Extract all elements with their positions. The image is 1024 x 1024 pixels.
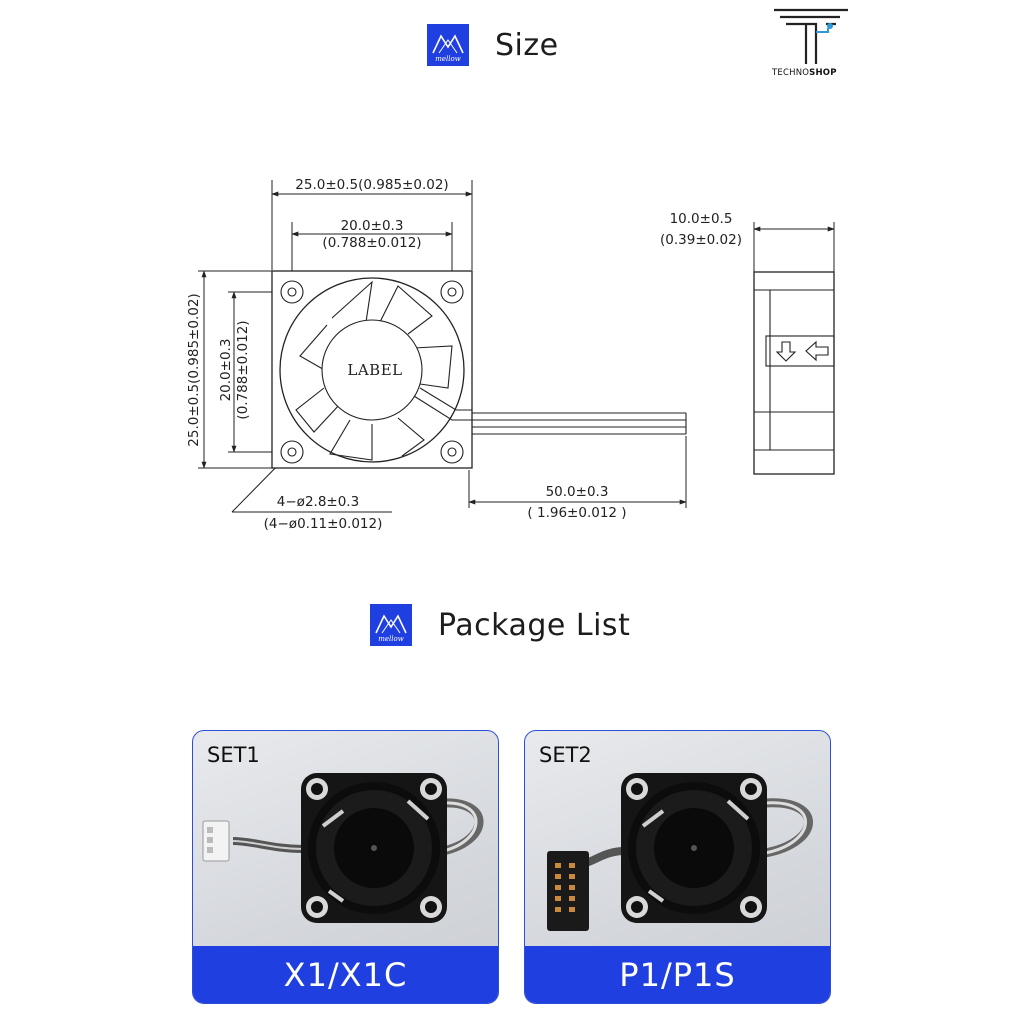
technoshop-logo-icon xyxy=(774,8,848,64)
size-title: Size xyxy=(495,27,559,63)
set-model-band: X1/X1C xyxy=(193,946,498,1003)
dim-cable-length: 50.0±0.3 xyxy=(546,484,609,500)
technoshop-wordmark: TECHNOSHOP xyxy=(772,68,837,78)
fan-dimension-drawing: LABEL 25.0±0.5(0.985±0.02) 20.0±0.3 (0.7… xyxy=(186,177,835,532)
package-list-heading: mellow Package List xyxy=(370,604,630,646)
dim-thickness: 10.0±0.5 xyxy=(670,211,733,227)
mellow-logo-text: mellow xyxy=(378,635,403,643)
fan-with-adapter-board-image xyxy=(547,773,813,931)
dim-hole-diameter-in: (4−ø0.11±0.012) xyxy=(264,516,383,532)
mellow-logo-icon: mellow xyxy=(370,604,412,646)
set-label: SET2 xyxy=(539,743,592,767)
package-card-set2: SET2 P1/P1S xyxy=(524,730,831,1004)
dim-width-total: 25.0±0.5(0.985±0.02) xyxy=(295,177,448,193)
dim-hole-spacing-h: 20.0±0.3 xyxy=(341,218,404,234)
package-card-set1: SET1 X1/X1C xyxy=(192,730,499,1004)
package-list-title: Package List xyxy=(438,607,631,643)
dim-thickness-in: (0.39±0.02) xyxy=(660,232,742,248)
shop-name-light: TECHNO xyxy=(772,68,810,78)
dim-height-total: 25.0±0.5(0.985±0.02) xyxy=(186,293,202,446)
shop-name-bold: SHOP xyxy=(809,68,837,78)
dim-hole-diameter: 4−ø2.8±0.3 xyxy=(277,494,359,510)
mellow-logo-text: mellow xyxy=(435,55,460,63)
dim-hole-spacing-v: 20.0±0.3 xyxy=(218,339,234,402)
dim-cable-length-in: ( 1.96±0.012 ) xyxy=(527,505,626,521)
fan-label-text: LABEL xyxy=(347,361,402,379)
fan-with-connector-image xyxy=(202,773,484,923)
dim-hole-spacing-v-in: (0.788±0.012) xyxy=(235,320,251,419)
set-model-band: P1/P1S xyxy=(525,946,830,1003)
set-label: SET1 xyxy=(207,743,260,767)
mellow-logo-icon: mellow xyxy=(427,24,469,66)
dim-hole-spacing-h-in: (0.788±0.012) xyxy=(322,235,421,251)
size-heading: mellow Size xyxy=(427,24,559,66)
